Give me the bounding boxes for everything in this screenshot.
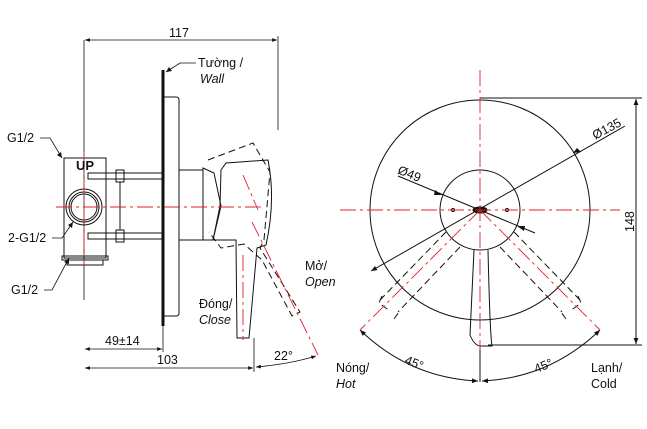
side-bottom-dimensions (40, 137, 317, 372)
dim-wall-to-pipe: 49±14 (105, 334, 140, 348)
hot-label-en: Hot (336, 377, 356, 391)
side-ports-label: 2-G1/2 (8, 231, 47, 245)
hot-label-vi: Nóng/ (336, 361, 370, 375)
wall-label-vi: Tường / (198, 56, 244, 70)
front-centerlines (340, 70, 620, 350)
dim-height: 148 (623, 211, 637, 232)
open-label-vi: Mở/ (305, 259, 328, 273)
top-port-label: G1/2 (7, 131, 35, 145)
wall-label-en: Wall (200, 72, 225, 86)
side-centerlines (56, 152, 319, 356)
dim-open-angle: 22° (274, 349, 293, 363)
close-label-en: Close (199, 313, 231, 327)
open-label-en: Open (305, 275, 336, 289)
close-label-vi: Đóng/ (199, 297, 233, 311)
body-marking-up: UP (76, 158, 95, 173)
dim-pipe-to-handle: 103 (157, 353, 178, 367)
side-view (61, 36, 301, 339)
bottom-port-label: G1/2 (11, 283, 39, 297)
cold-label-en: Cold (591, 377, 617, 391)
cold-label-vi: Lạnh/ (591, 361, 623, 375)
dim-overall-depth: 117 (169, 26, 189, 40)
